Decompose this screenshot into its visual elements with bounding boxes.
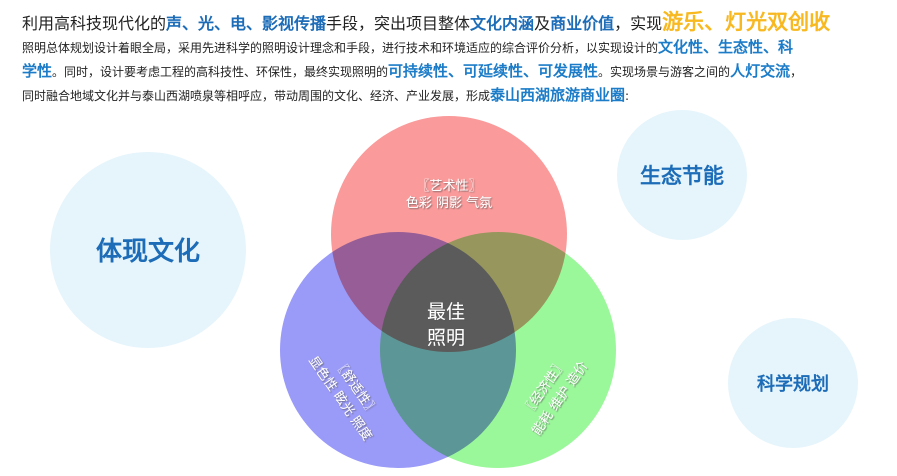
- text: :: [625, 89, 630, 103]
- highlight: 学性: [22, 62, 53, 80]
- center-label-1: 最佳: [427, 301, 465, 323]
- bubble-top-right: [617, 110, 747, 240]
- bubble-bottom-right: [728, 318, 858, 448]
- art-items: 色彩 阴影 气氛: [406, 195, 492, 211]
- highlight: 可持续性、可延续性、可发展性: [388, 62, 599, 80]
- intro-line-2: 照明总体规划设计着眼全局，采用先进科学的照明设计理念和手段，进行技术和环境适应的…: [22, 36, 793, 57]
- bubble-left-label: 体现文化: [96, 236, 200, 267]
- text: 及: [534, 14, 551, 33]
- highlight: 泰山西湖旅游商业圈: [490, 86, 626, 104]
- bubble-left: [50, 152, 246, 348]
- intro-line-4: 同时融合地域文化并与泰山西湖喷泉等相呼应，带动周围的文化、经济、产业发展，形成泰…: [22, 84, 629, 105]
- text: 。实现场景与游客之间的: [598, 65, 731, 79]
- text: ，实现: [614, 14, 663, 33]
- highlight: 人灯交流: [730, 62, 791, 80]
- text: 。同时，设计要考虑工程的高科技性、环保性，最终实现照明的: [52, 65, 389, 79]
- text: ，: [790, 65, 803, 79]
- highlight: 文化内涵: [470, 14, 535, 33]
- bubble-top-right-label: 生态节能: [640, 164, 724, 188]
- center-label-2: 照明: [427, 327, 465, 349]
- highlight: 声、光、电、影视传播: [166, 14, 327, 33]
- intro-line-1: 利用高科技现代化的声、光、电、影视传播手段，突出项目整体文化内涵及商业价值，实现…: [22, 6, 830, 36]
- text: 利用高科技现代化的: [22, 14, 167, 33]
- text: 照明总体规划设计着眼全局，采用先进科学的照明设计理念和手段，进行技术和环境适应的…: [22, 41, 659, 55]
- highlight-orange: 游乐、灯光双创收: [662, 10, 831, 34]
- bubble-bottom-right-label: 科学规划: [757, 373, 829, 395]
- text: 手段，突出项目整体: [326, 14, 471, 33]
- art-title: 〖艺术性〗: [416, 179, 481, 194]
- highlight: 文化性、生态性、科: [658, 38, 794, 56]
- highlight: 商业价值: [550, 14, 615, 33]
- venn-circle-economy: [380, 232, 616, 468]
- intro-line-3: 学性。同时，设计要考虑工程的高科技性、环保性，最终实现照明的可持续性、可延续性、…: [22, 60, 802, 81]
- text: 同时融合地域文化并与泰山西湖喷泉等相呼应，带动周围的文化、经济、产业发展，形成: [22, 89, 491, 103]
